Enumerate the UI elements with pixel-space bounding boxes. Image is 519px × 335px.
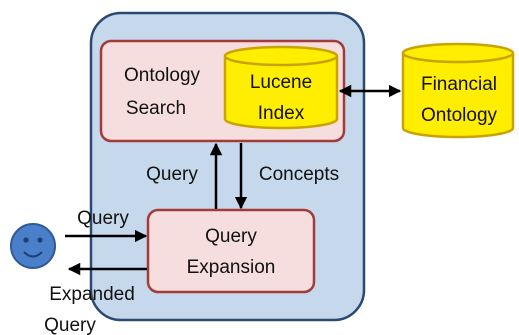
edge-label-query: Query [146, 164, 198, 185]
expanded-query-label-line1: Expanded [49, 284, 135, 305]
financial-ontology-label-line1: Financial [421, 74, 497, 95]
smiley-face-icon [10, 223, 56, 269]
financial-ontology-cylinder-icon [401, 42, 515, 139]
financial-ontology-label-line2: Ontology [421, 105, 498, 126]
ontology-search-label-line2: Search [126, 98, 186, 119]
lucene-index-label-line2: Index [258, 103, 305, 124]
lucene-index-cylinder-icon [223, 45, 339, 130]
query-expansion-label-line1: Query [205, 226, 257, 247]
lucene-index-label-line1: Lucene [250, 72, 312, 93]
user-query-label: Query [77, 208, 129, 229]
edge-label-concepts: Concepts [259, 164, 339, 185]
query-expansion-box [146, 208, 316, 294]
query-expansion-label-line2: Expansion [187, 257, 276, 278]
expanded-query-label-line2: Query [44, 315, 96, 335]
ontology-search-label-line1: Ontology [124, 65, 201, 86]
